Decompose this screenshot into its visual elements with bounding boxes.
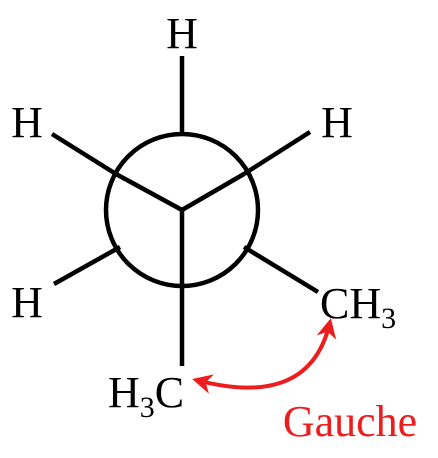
gauche-arrow [192,318,337,394]
gauche-label: Gauche [283,397,417,446]
h3c-prefix: H [108,368,140,417]
atom-ch3-right: CH3 [320,279,396,335]
atom-h-upper-right: H [321,98,353,147]
atom-h3c-bottom: H3C [108,368,184,424]
front-bond-inner-top-right [180,172,246,212]
ch3-right-subscript: 3 [381,302,396,335]
front-bond-lower-left [52,245,122,286]
front-bond-inner-top-left [114,172,184,212]
atom-h-top: H [166,9,198,58]
front-bond-lower-right [242,245,320,294]
back-bond-upper-right [242,130,312,176]
atom-h-lower-left: H [11,278,43,327]
h3c-suffix: C [155,368,184,417]
ch3-right-main: CH [320,279,381,328]
h3c-subscript: 3 [140,391,155,424]
atom-h-upper-left: H [11,98,43,147]
back-bond-upper-left [50,132,118,176]
